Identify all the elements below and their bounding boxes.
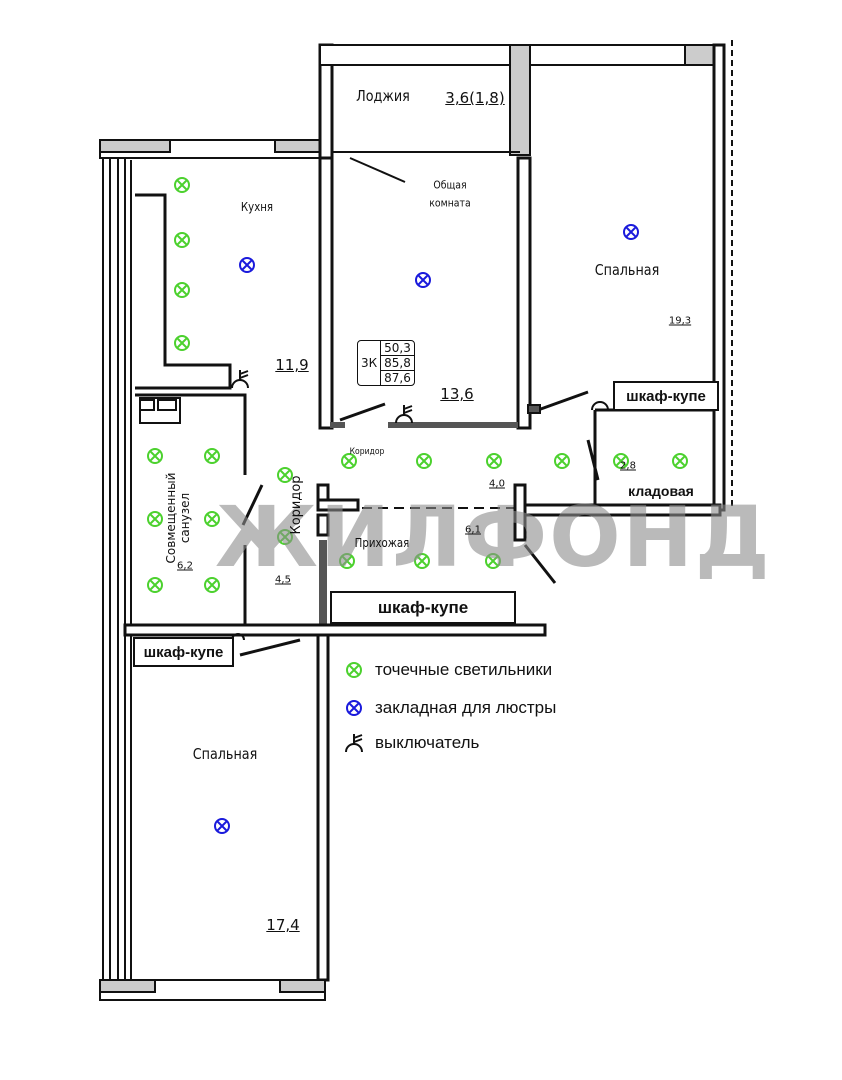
legend-label: закладная для люстры [375, 698, 557, 717]
spotlight-icon [174, 335, 190, 351]
wardrobe-label-1: шкаф-купе [613, 381, 719, 411]
storage-area: 2,8 [620, 460, 636, 472]
spotlight-icon [174, 177, 190, 193]
spotlight-icon [416, 453, 432, 469]
chandelier-mount-icon [623, 224, 639, 240]
chandelier-mount-icon [346, 700, 362, 716]
kitchen-label: Кухня [240, 200, 274, 214]
spotlight-icon [414, 553, 430, 569]
hall-area: 6,1 [465, 524, 481, 536]
legend-label: точечные светильники [375, 660, 553, 679]
bedroom-left-area: 17,4 [266, 916, 300, 934]
loggia-label: Лоджия [356, 87, 410, 105]
spotlight-icons [147, 177, 688, 593]
wardrobe-label-2: шкаф-купе [330, 591, 516, 624]
corridor-vertical-label: Коридор [289, 475, 304, 535]
spotlight-icon [277, 529, 293, 545]
bathroom-label-2: санузел [178, 492, 192, 544]
spotlight-icon [147, 577, 163, 593]
chandelier-icons [214, 224, 639, 834]
rooms-count: 3К [358, 341, 382, 385]
spotlight-icon [613, 453, 629, 469]
chandelier-mount-icon [415, 272, 431, 288]
living-label-2: комната [429, 196, 471, 210]
spotlight-icon [174, 282, 190, 298]
spotlight-icon [204, 577, 220, 593]
living-area-total: 50,3 [381, 341, 414, 356]
living-label-1: Общая [433, 178, 467, 192]
spotlight-icon [341, 453, 357, 469]
legend-chandelier: закладная для люстры [345, 698, 556, 718]
spotlight-icon [485, 553, 501, 569]
spotlight-icon [486, 453, 502, 469]
spotlight-icon [339, 553, 355, 569]
total-area: 85,8 [381, 356, 414, 371]
switch-icons [231, 370, 609, 641]
spotlight-icon [672, 453, 688, 469]
spotlight-icon [174, 232, 190, 248]
total-with-loggia: 87,6 [384, 371, 411, 385]
watermark: ЖИЛФОНД [215, 488, 772, 586]
corridor-label: Коридор [349, 447, 385, 457]
chandelier-mount-icon [239, 257, 255, 273]
spotlight-icon [204, 448, 220, 464]
wardrobe-label-3: шкаф-купе [133, 637, 234, 667]
hall-label: Прихожая [354, 536, 410, 550]
bathroom-label-1: Совмещенный [164, 472, 178, 564]
corridor-area: 4,0 [489, 478, 505, 490]
area-totals: 3К 50,3 85,8 87,6 [357, 340, 415, 386]
spotlight-icon [147, 448, 163, 464]
spotlight-icon [346, 662, 362, 678]
spotlight-icon [277, 467, 293, 483]
legend-label: выключатель [375, 733, 480, 752]
spotlight-icon [204, 511, 220, 527]
spotlight-icon [147, 511, 163, 527]
storage-label: кладовая [628, 483, 694, 499]
loggia-area: 3,6(1,8) [445, 89, 505, 107]
bedroom-right-label: Спальная [594, 261, 660, 279]
corridor-vertical-area: 4,5 [275, 574, 291, 586]
chandelier-mount-icon [214, 818, 230, 834]
bedroom-left-label: Спальная [192, 745, 258, 763]
living-area: 13,6 [440, 385, 474, 403]
bathroom-area: 6,2 [177, 560, 193, 572]
legend-spotlights: точечные светильники [345, 660, 552, 680]
spotlight-icon [554, 453, 570, 469]
bedroom-right-area: 19,3 [668, 315, 692, 327]
kitchen-area: 11,9 [275, 356, 309, 374]
legend-switch: выключатель [345, 733, 479, 753]
switch-icon [345, 734, 363, 753]
